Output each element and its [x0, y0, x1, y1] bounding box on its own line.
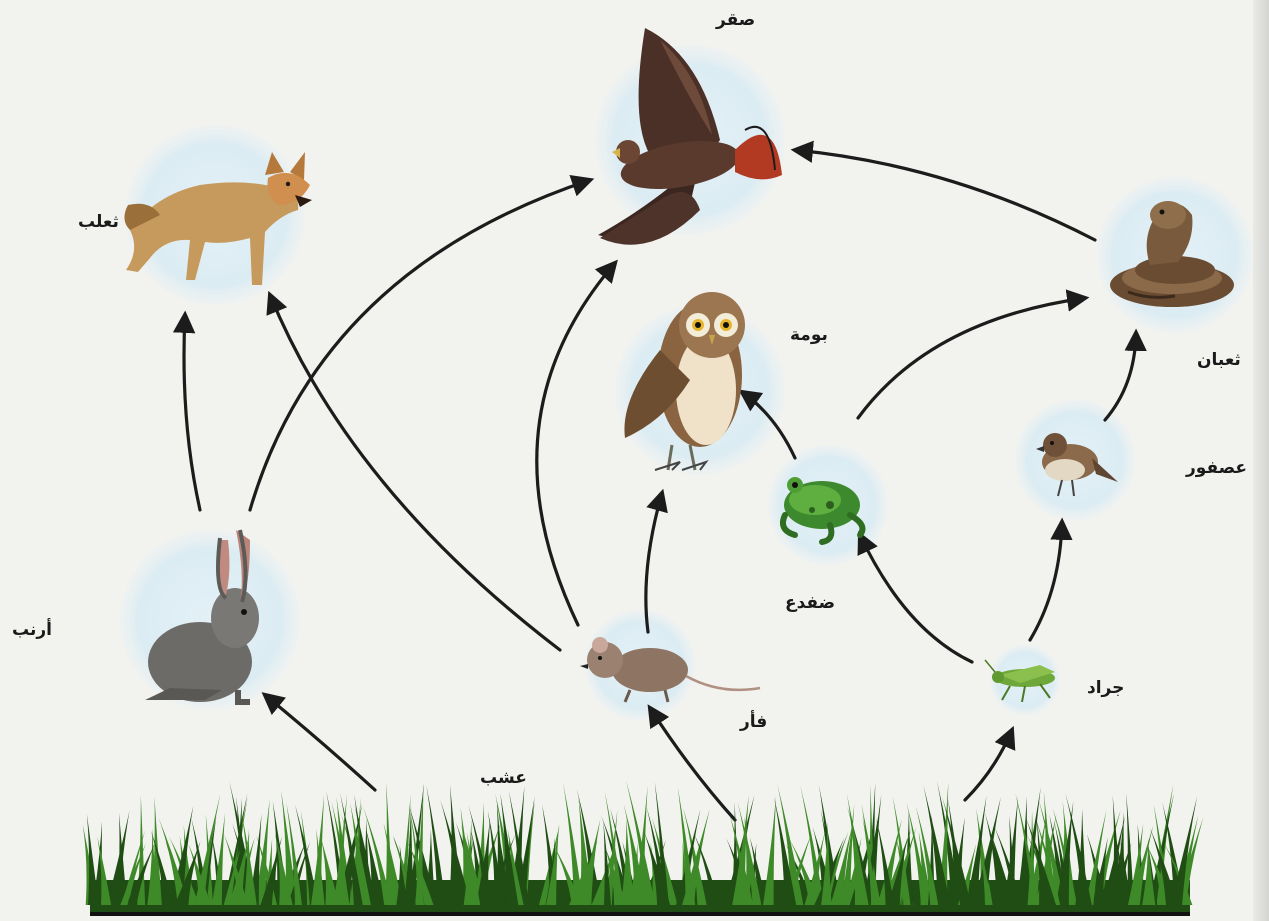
arrow-grasshopper-frog	[860, 535, 972, 662]
grass-blade	[385, 783, 392, 905]
ground-line	[90, 912, 1190, 916]
label-grasshopper: جراد	[1087, 678, 1124, 698]
arrows	[184, 150, 1136, 820]
label-mouse: فأر	[740, 712, 767, 732]
grass-blade	[117, 813, 127, 905]
grass-icon	[83, 781, 1204, 916]
page-edge	[1253, 0, 1269, 921]
arrow-rabbit-fox	[184, 315, 200, 510]
arrow-sparrow-snake	[1105, 333, 1136, 420]
label-owl: بومة	[790, 325, 828, 345]
label-grass: عشب	[480, 768, 527, 788]
arrow-grasshopper-sparrow	[1030, 522, 1062, 640]
arrow-frog-snake	[858, 298, 1085, 418]
grass-blade	[1142, 838, 1155, 905]
label-frog: ضفدع	[785, 593, 835, 613]
label-rabbit: أرنب	[12, 620, 52, 640]
arrow-grass-grasshopper	[965, 730, 1012, 800]
arrow-mouse-falcon	[537, 263, 615, 625]
label-snake: ثعبان	[1197, 350, 1241, 370]
arrow-mouse-fox	[270, 295, 560, 650]
label-fox: ثعلب	[78, 212, 119, 232]
arrow-grass-rabbit	[265, 695, 375, 790]
label-falcon: صقر	[716, 10, 755, 30]
arrow-grass-mouse	[650, 708, 735, 820]
arrow-snake-falcon	[795, 150, 1095, 240]
label-sparrow: عصفور	[1186, 458, 1247, 478]
